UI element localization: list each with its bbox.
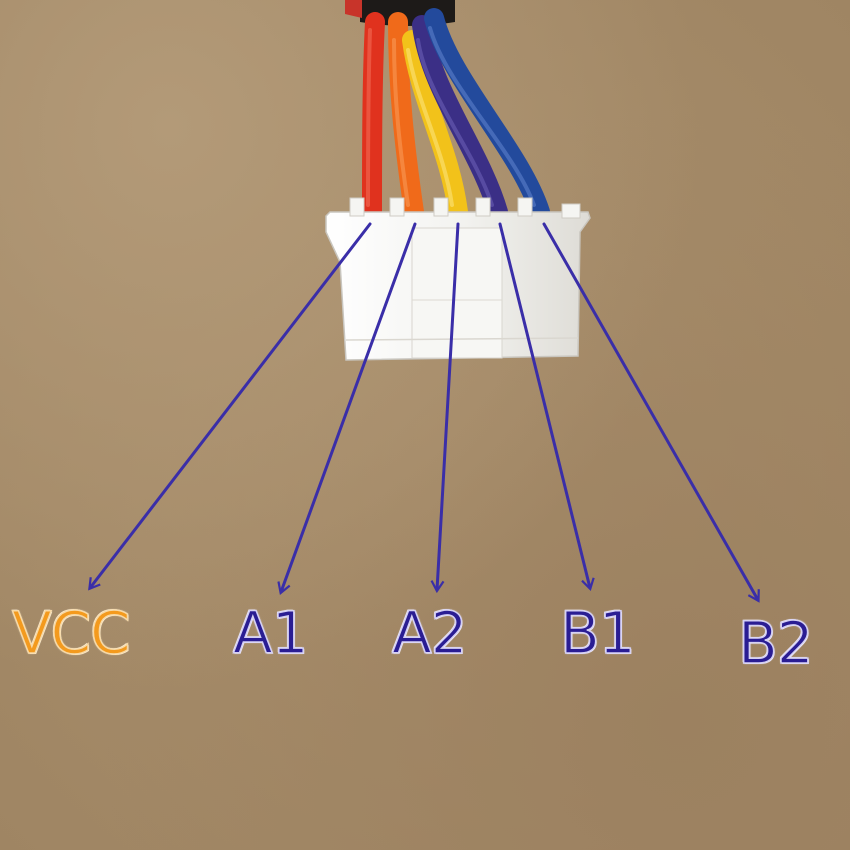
arrow-vcc (88, 222, 372, 591)
wire-yellow (402, 30, 468, 222)
wire-orange (388, 12, 424, 222)
wire-blue (424, 8, 550, 222)
arrow-a1 (277, 222, 417, 595)
pin-arrows (88, 222, 760, 603)
label-b2: B2 (737, 608, 814, 678)
arrow-b2 (542, 222, 760, 603)
wire-purple (412, 15, 508, 222)
wire-bundle (362, 8, 550, 222)
wire-red (362, 12, 385, 222)
label-vcc: VCC (11, 598, 131, 668)
label-a1: A1 (232, 598, 309, 668)
arrow-a2 (430, 222, 460, 594)
label-b1: B1 (559, 598, 636, 668)
arrow-b1 (498, 222, 595, 592)
connector-housing (325, 197, 591, 361)
label-a2: A2 (391, 598, 468, 668)
